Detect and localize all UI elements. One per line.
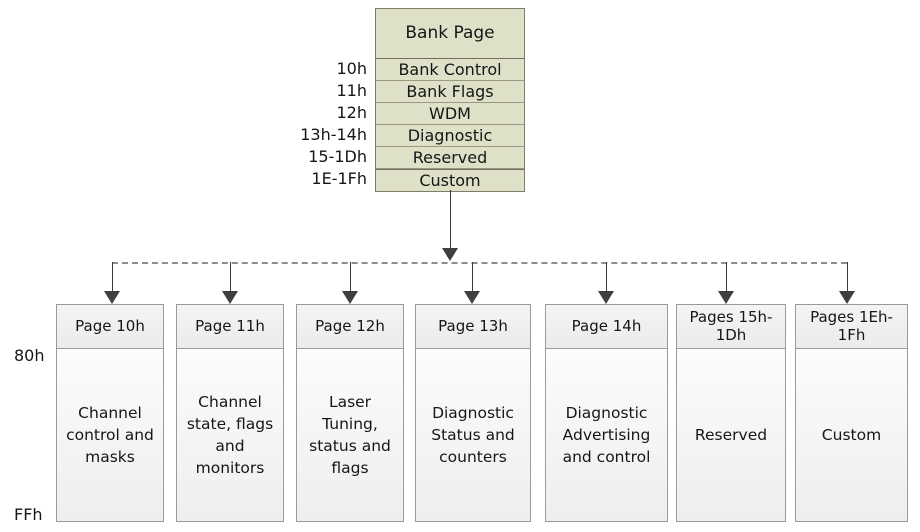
drop-arrow-pages-15h-1Dh [718,291,734,304]
bank-row-wdm: WDM [376,103,524,125]
page-box-11h: Page 11h Channel state, flags and monito… [176,304,284,522]
page-box-10h-header: Page 10h [57,305,163,349]
distribution-bus-line [112,262,847,264]
connector-trunk-arrow [442,248,458,261]
drop-line-page-11h [230,262,231,291]
page-box-15h-1Dh: Pages 15h-1Dh Reserved [676,304,786,522]
page-box-12h: Page 12h Laser Tuning, status and flags [296,304,404,522]
connector-trunk-line [450,190,451,248]
page-box-14h: Page 14h Diagnostic Advertising and cont… [545,304,668,522]
drop-arrow-page-10h [104,291,120,304]
bank-address-labels: 10h 11h 12h 13h-14h 15-1Dh 1E-1Fh [247,58,367,190]
bank-row-bank-flags: Bank Flags [376,81,524,103]
page-box-12h-header: Page 12h [297,305,403,349]
bank-row-diagnostic: Diagnostic [376,125,524,147]
drop-line-page-13h [472,262,473,291]
drop-arrow-page-13h [464,291,480,304]
page-box-13h: Page 13h Diagnostic Status and counters [415,304,531,522]
page-box-15h-1Dh-header: Pages 15h-1Dh [677,305,785,349]
bank-address-13h-14h: 13h-14h [300,125,367,144]
drop-line-page-14h [606,262,607,291]
page-box-14h-header: Page 14h [546,305,667,349]
page-box-11h-header: Page 11h [177,305,283,349]
page-box-11h-body: Channel state, flags and monitors [177,349,283,521]
page-box-12h-body: Laser Tuning, status and flags [297,349,403,521]
page-box-1Eh-1Fh: Pages 1Eh-1Fh Custom [795,304,908,522]
bank-row-reserved: Reserved [376,147,524,169]
offset-label-top: 80h [14,346,45,365]
page-box-10h-body: Channel control and masks [57,349,163,521]
bank-address-11h: 11h [336,81,368,100]
drop-arrow-page-11h [222,291,238,304]
bank-row-bank-control: Bank Control [376,59,524,81]
bank-address-15-1Dh: 15-1Dh [308,147,367,166]
bank-row-custom: Custom [376,169,524,191]
page-box-1Eh-1Fh-body: Custom [796,349,907,521]
bank-page-header: Bank Page [376,9,524,59]
drop-line-pages-1Eh-1Fh [847,262,848,291]
drop-line-pages-15h-1Dh [726,262,727,291]
page-box-13h-body: Diagnostic Status and counters [416,349,530,521]
page-box-14h-body: Diagnostic Advertising and control [546,349,667,521]
bank-page-table: Bank Page Bank Control Bank Flags WDM Di… [375,8,525,192]
drop-line-page-10h [112,262,113,291]
drop-arrow-page-14h [598,291,614,304]
drop-arrow-pages-1Eh-1Fh [839,291,855,304]
drop-arrow-page-12h [342,291,358,304]
offset-label-bottom: FFh [14,505,43,524]
drop-line-page-12h [350,262,351,291]
page-box-10h: Page 10h Channel control and masks [56,304,164,522]
bank-address-12h: 12h [336,103,368,122]
bank-address-10h: 10h [336,59,368,78]
page-box-1Eh-1Fh-header: Pages 1Eh-1Fh [796,305,907,349]
bank-address-1E-1Fh: 1E-1Fh [311,169,367,188]
page-box-13h-header: Page 13h [416,305,530,349]
page-box-15h-1Dh-body: Reserved [677,349,785,521]
